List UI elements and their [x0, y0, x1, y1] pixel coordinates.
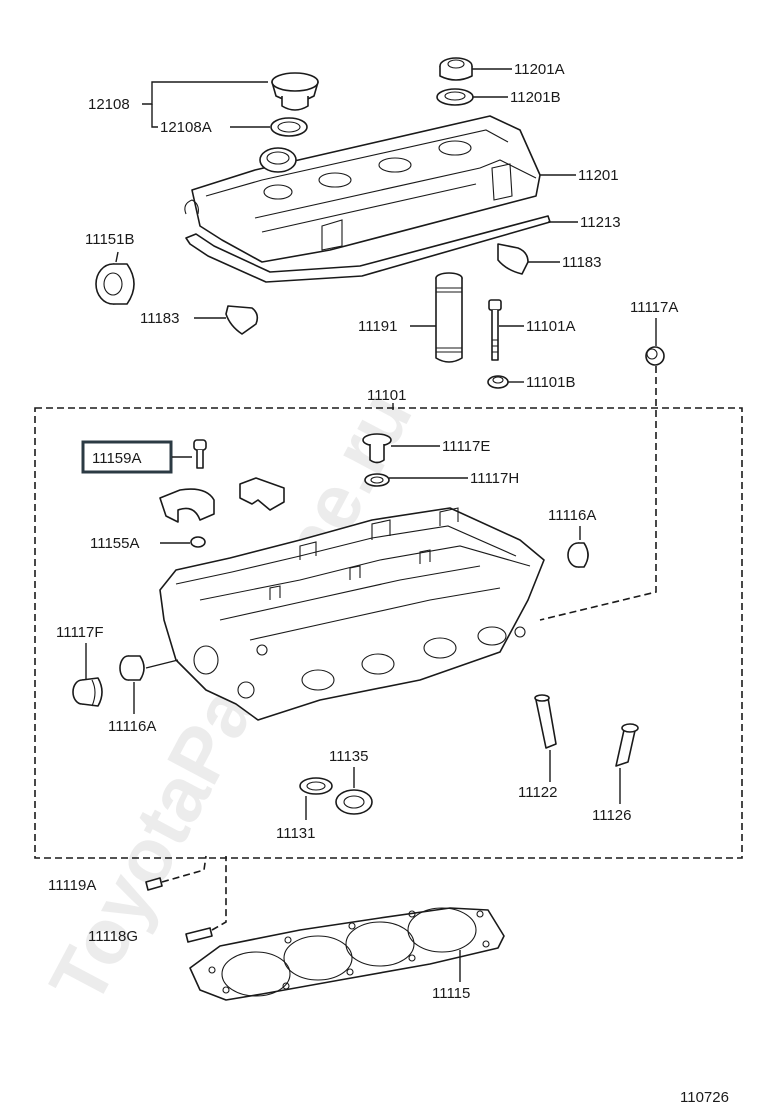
label-11118G[interactable]: 11118G: [88, 928, 138, 945]
cover-grommet[interactable]: [439, 57, 473, 81]
label-11131[interactable]: 11131: [276, 825, 316, 842]
label-12108A[interactable]: 12108A: [160, 119, 212, 136]
seal-11131[interactable]: [299, 777, 333, 795]
cover-grommet-ring[interactable]: [436, 88, 474, 106]
plug-11117A[interactable]: [645, 346, 665, 366]
label-11183-left[interactable]: 11183: [140, 310, 180, 327]
label-11159A[interactable]: 11159A: [92, 450, 142, 467]
pin-11118G[interactable]: [185, 927, 213, 943]
label-11117E[interactable]: 11117E: [442, 438, 490, 455]
label-11201B[interactable]: 11201B: [510, 89, 561, 106]
plug-11116A-left[interactable]: [119, 655, 145, 681]
valve-guide-11126[interactable]: [615, 723, 639, 767]
label-11155A[interactable]: 11155A: [90, 535, 140, 552]
label-12108[interactable]: 12108: [88, 96, 130, 113]
leader-11117A: [539, 366, 657, 621]
label-11213[interactable]: 11213: [580, 214, 621, 231]
highlight-box: [81, 440, 173, 474]
ring-11117H[interactable]: [364, 473, 390, 487]
label-11135[interactable]: 11135: [329, 748, 369, 765]
label-11117H[interactable]: 11117H: [470, 470, 519, 487]
filler-cap-gasket[interactable]: [270, 117, 308, 137]
bearing-cap-right[interactable]: [239, 477, 285, 511]
label-11119A[interactable]: 11119A: [48, 877, 96, 894]
leader-11118G: [211, 856, 227, 931]
plug-11117E[interactable]: [362, 433, 392, 464]
label-11117F[interactable]: 11117F: [56, 624, 104, 641]
label-11201[interactable]: 11201: [578, 167, 619, 184]
spark-plug-tube[interactable]: [435, 272, 463, 363]
label-11151B[interactable]: 11151B: [85, 231, 135, 248]
label-11115[interactable]: 11115: [432, 985, 470, 1002]
bolt-11159A[interactable]: [193, 439, 207, 469]
label-11117A[interactable]: 11117A: [630, 299, 678, 316]
label-11183-right[interactable]: 11183: [562, 254, 602, 271]
pin-11119A[interactable]: [145, 877, 163, 891]
half-moon-plug-left[interactable]: [225, 305, 259, 335]
label-11201A[interactable]: 11201A: [514, 61, 565, 78]
plug-11117F[interactable]: [72, 677, 103, 707]
label-11116A-left[interactable]: 11116A: [108, 718, 156, 735]
pin-11155A[interactable]: [190, 536, 206, 548]
half-moon-plug-right[interactable]: [497, 243, 529, 275]
valve-cover-gasket[interactable]: [185, 215, 551, 283]
plug-11116A-right[interactable]: [567, 542, 589, 568]
label-11126[interactable]: 11126: [592, 807, 632, 824]
oil-filler-cap[interactable]: [271, 72, 319, 111]
seal-11151B[interactable]: [95, 263, 135, 305]
cover-bolt[interactable]: [488, 299, 502, 361]
leader-11119A: [161, 855, 207, 883]
label-11101B[interactable]: 11101B: [526, 374, 576, 391]
ring-11135[interactable]: [335, 789, 373, 815]
valve-guide-11122[interactable]: [534, 694, 557, 749]
label-11101A[interactable]: 11101A: [526, 318, 576, 335]
label-11101[interactable]: 11101: [367, 387, 407, 404]
assembly-boundary: [34, 407, 743, 859]
label-11191[interactable]: 11191: [358, 318, 398, 335]
label-11122[interactable]: 11122: [518, 784, 558, 801]
diagram-code: 110726: [680, 1089, 729, 1106]
valve-cover[interactable]: [184, 115, 541, 263]
cover-bolt-washer[interactable]: [487, 375, 509, 389]
bearing-cap-left[interactable]: [159, 488, 215, 523]
head-gasket[interactable]: [189, 907, 505, 1001]
label-11116A-right[interactable]: 11116A: [548, 507, 596, 524]
cylinder-head[interactable]: [159, 507, 545, 721]
